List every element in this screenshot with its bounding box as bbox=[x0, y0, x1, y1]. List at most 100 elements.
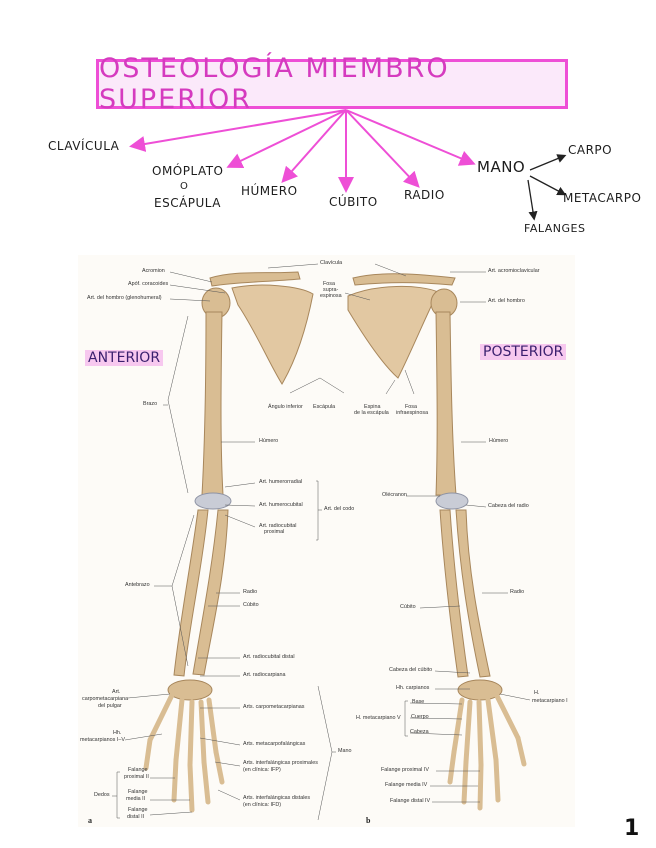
arm-a-bones bbox=[167, 271, 314, 701]
label-a-arts-carpometacarpianas: Arts. carpometacarpianas bbox=[243, 704, 305, 710]
label-b-cuerpo: Cuerpo bbox=[411, 714, 429, 720]
label-a-mano: Mano bbox=[338, 748, 352, 754]
ulna-a bbox=[173, 509, 209, 677]
label-a-falange-prox-2: proximal II bbox=[124, 774, 149, 780]
scapula-b bbox=[347, 285, 439, 379]
arrow-omoplato bbox=[226, 109, 347, 168]
label-a-art-humerorradial: Art. humerorradial bbox=[259, 479, 303, 485]
page-number: 1 bbox=[624, 816, 640, 841]
elbow-b bbox=[435, 492, 469, 510]
label-a-falange-distal-2: distal II bbox=[127, 814, 145, 820]
label-a-huesos-mtc-2: metacarpianos I–V bbox=[80, 737, 125, 743]
scapula-a bbox=[231, 284, 314, 385]
label-b-art-hombro: Art. del hombro bbox=[488, 298, 525, 304]
carpals-a bbox=[167, 679, 213, 701]
label-a-arts-ifd-1: Arts. interfalángicas distales bbox=[243, 795, 311, 801]
label-a-falange-media-2: media II bbox=[126, 796, 146, 802]
label-b-cabeza-radio: Cabeza del radio bbox=[488, 503, 529, 509]
plate-letter-b: b bbox=[366, 816, 371, 825]
label-b-radio: Radio bbox=[510, 589, 525, 595]
label-a-art-cmc-pulgar-3: del pulgar bbox=[98, 703, 122, 709]
branch-metacarpo: METACARPO bbox=[563, 191, 642, 205]
label-b-h-metacarpiano-2: metacarpiano I bbox=[532, 698, 568, 704]
label-b-base: Base bbox=[412, 699, 425, 705]
label-a-arts-ifp-2: (en clínica: IFP) bbox=[243, 767, 281, 773]
label-a-fosa-supra-3: espinosa bbox=[320, 293, 342, 299]
mano-arrows bbox=[527, 154, 567, 221]
label-a-art-radiocarpiana: Art. radiocarpiana bbox=[243, 672, 286, 678]
label-b-cabeza-cubito: Cabeza del cúbito bbox=[389, 667, 433, 673]
label-a-art-humerocubital: Art. humerocubital bbox=[259, 502, 303, 508]
plate-background bbox=[78, 255, 575, 827]
label-a-fosa-infra-1: Fosa bbox=[405, 404, 417, 410]
radius-a bbox=[192, 509, 229, 676]
branch-radio: RADIO bbox=[404, 188, 445, 202]
arrow-carpo bbox=[529, 154, 567, 171]
label-b-hh-carpianos: Hh. carpianos bbox=[396, 685, 430, 691]
label-a-escapula: Escápula bbox=[313, 404, 336, 410]
label-a-fosa-infra-2: infraespinosa bbox=[396, 410, 429, 416]
label-b-olecranon: Olécranon bbox=[382, 492, 407, 498]
label-a-espina-2: de la escápula bbox=[354, 410, 389, 416]
title-arrows bbox=[129, 109, 476, 193]
arrow-mano bbox=[345, 109, 476, 166]
label-a-humero: Húmero bbox=[259, 438, 279, 444]
label-a-falange-prox-1: Falange bbox=[128, 767, 148, 773]
radius-b bbox=[455, 509, 491, 678]
label-a-art-hombro: Art. del hombro (glenohumeral) bbox=[87, 295, 162, 301]
arrow-clavicula bbox=[129, 109, 347, 152]
label-a-antebrazo: Antebrazo bbox=[125, 582, 150, 588]
leader-lines bbox=[112, 263, 531, 821]
label-b-humero: Húmero bbox=[489, 438, 509, 444]
label-a-art-radiocubital-distal: Art. radiocubital distal bbox=[243, 654, 295, 660]
label-a-huesos-mtc-1: Hh. bbox=[113, 730, 122, 736]
label-a-art-codo: Art. del codo bbox=[324, 506, 355, 512]
label-b-falange-proximal-iv: Falange proximal IV bbox=[381, 767, 429, 773]
arm-b-bones bbox=[347, 273, 503, 701]
label-b-h-metacarpiano-1: H. bbox=[534, 690, 540, 696]
label-a-dedos: Dedos bbox=[94, 792, 110, 798]
label-b-falange-distal-iv: Falange distal IV bbox=[390, 798, 431, 804]
label-a-art-cmc-pulgar-1: Art. bbox=[112, 689, 121, 695]
label-a-cubito: Cúbito bbox=[243, 602, 259, 608]
label-a-apof-coracoides: Apóf. coracoides bbox=[128, 281, 169, 287]
label-a-fosa-supra-2: supra- bbox=[323, 287, 339, 293]
hand-b-fingers bbox=[447, 691, 527, 811]
label-b-cabeza: Cabeza bbox=[410, 729, 429, 735]
arrow-metacarpo bbox=[529, 175, 567, 196]
label-a-falange-distal-1: Falange bbox=[128, 807, 148, 813]
label-a-fosa-supra-1: Fosa bbox=[323, 281, 335, 287]
label-a-art-radiocubital-prox-2: proximal bbox=[264, 529, 285, 535]
view-label-posterior: POSTERIOR bbox=[480, 344, 567, 360]
arrow-humero bbox=[281, 109, 347, 183]
label-a-acromion: Acromion bbox=[142, 268, 165, 274]
branch-clavicula: CLAVÍCULA bbox=[48, 139, 120, 153]
label-a-falange-media-1: Falange bbox=[128, 789, 148, 795]
label-b-art-acromioclavicular: Art. acromioclavicular bbox=[488, 268, 540, 274]
hand-a-fingers bbox=[143, 692, 225, 813]
label-b-hh-metacarpianos-v: H. metacarpiano V bbox=[356, 715, 401, 721]
title-box: OSTEOLOGÍA MIEMBRO SUPERIOR bbox=[96, 53, 568, 115]
elbow-a bbox=[194, 492, 232, 510]
branch-carpo: CARPO bbox=[568, 143, 613, 157]
label-a-clavicula: Clavícula bbox=[320, 260, 343, 266]
view-label-anterior: ANTERIOR bbox=[85, 350, 164, 366]
branch-cubito: CÚBITO bbox=[329, 195, 378, 209]
arrow-radio bbox=[345, 109, 420, 188]
clavicle-a bbox=[209, 271, 301, 287]
branch-mano: MANO bbox=[477, 158, 526, 176]
branch-humero: HÚMERO bbox=[241, 184, 298, 198]
branch-omoplato: OMÓPLATO bbox=[152, 164, 224, 178]
page-title: OSTEOLOGÍA MIEMBRO SUPERIOR bbox=[99, 53, 450, 115]
label-a-radio: Radio bbox=[243, 589, 258, 595]
label-b-falange-media-iv: Falange media IV bbox=[385, 782, 428, 788]
label-a-arts-ifd-2: (en clínica: IFD) bbox=[243, 802, 282, 808]
label-a-angulo-inferior: Ángulo inferior bbox=[268, 404, 303, 410]
label-a-arts-metacarpofalangicas: Arts. metacarpofalángicas bbox=[243, 741, 306, 747]
clavicle-b bbox=[352, 273, 456, 286]
label-a-art-radiocubital-prox-1: Art. radiocubital bbox=[259, 523, 297, 529]
label-a-art-cmc-pulgar-2: carpometacarpiana bbox=[82, 696, 129, 702]
label-a-arts-ifp-1: Arts. interfalángicas proximales bbox=[243, 760, 318, 766]
arrow-falanges bbox=[527, 179, 538, 221]
